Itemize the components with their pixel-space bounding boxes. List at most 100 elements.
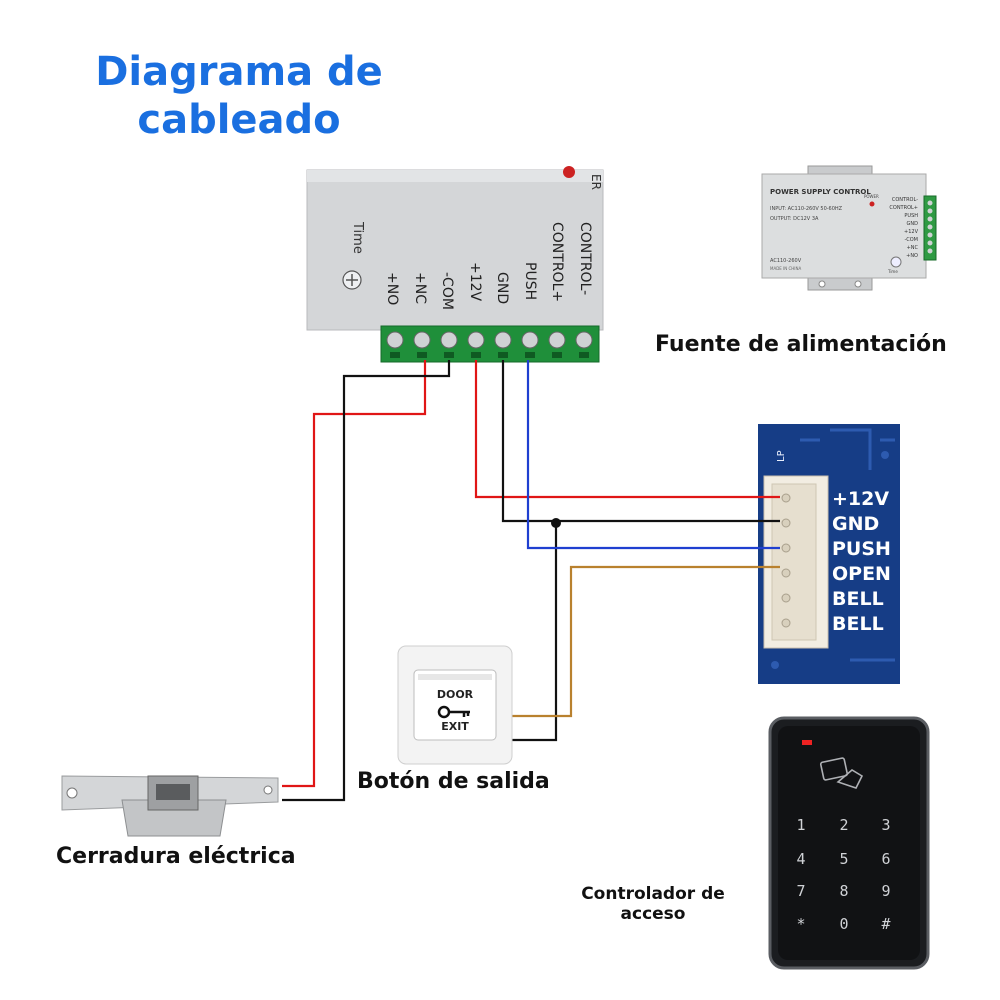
psu-time-label: Time — [350, 221, 365, 254]
wires — [282, 360, 780, 802]
terminal-screw — [927, 208, 933, 214]
psu-photo-made-in: MADE IN CHINA — [770, 266, 801, 271]
exit-button-bevel — [418, 674, 492, 680]
psu-photo-terminal-4: +12V — [904, 229, 919, 235]
pcb-via — [771, 661, 779, 669]
terminal-screw — [927, 248, 933, 254]
terminal-screw — [413, 331, 431, 349]
terminal-slot — [552, 352, 562, 358]
terminal-slot — [417, 352, 427, 358]
power-supply-photo: POWER SUPPLY CONTROL INPUT: AC110-260V 5… — [761, 165, 937, 291]
keypad-caption-line-1: Controlador de — [581, 884, 725, 904]
wire-open-brown — [512, 565, 780, 718]
power-led-icon — [563, 166, 575, 178]
psu-photo-terminal-5: -COM — [904, 237, 918, 243]
title-line-1: Diagrama de — [95, 49, 383, 95]
board-pin-label-2: PUSH — [832, 538, 891, 560]
lock-screw-hole — [66, 787, 78, 799]
keypad-key-9[interactable]: 9 — [881, 882, 890, 900]
psu-photo-terminal-7: +NO — [906, 253, 918, 259]
terminal-screw — [494, 331, 512, 349]
mount-hole — [854, 280, 862, 288]
controller-board: LP +12V GND PUSH OPEN BELL BELL — [758, 424, 900, 684]
terminal-block — [380, 325, 600, 363]
keypad-caption: Controlador de acceso — [574, 884, 732, 924]
keypad-key-7[interactable]: 7 — [796, 882, 805, 900]
psu-caption: Fuente de alimentación — [655, 332, 947, 357]
terminal-slot — [579, 352, 589, 358]
keypad-key-4[interactable]: 4 — [796, 850, 805, 868]
psu-terminal-label-7: CONTROL- — [577, 222, 593, 295]
psu-photo-power-label: POWER — [864, 194, 879, 199]
pcb-traces — [800, 428, 895, 662]
psu-photo-terminal-0: CONTROL- — [892, 197, 918, 203]
terminal-screw — [927, 232, 933, 238]
wire-gnd-black — [501, 360, 780, 523]
connector-pin — [781, 518, 791, 528]
psu-photo-input: INPUT: AC110-260V 50-60HZ — [770, 206, 843, 212]
board-connector-inner — [771, 483, 817, 641]
wire-lock-red — [282, 360, 427, 788]
card-reader-icon — [819, 757, 864, 789]
terminal-screw — [927, 216, 933, 222]
keypad-key-hash[interactable]: # — [881, 915, 890, 933]
keypad-key-3[interactable]: 3 — [881, 816, 890, 834]
board-pin-label-4: BELL — [832, 588, 884, 610]
pcb-via — [881, 451, 889, 459]
psu-photo-time: Time — [887, 269, 898, 274]
keypad-key-5[interactable]: 5 — [839, 850, 848, 868]
terminal-screw — [927, 240, 933, 246]
psu-led-label: ER — [589, 174, 603, 190]
psu-photo-terminal-1: CONTROL+ — [889, 205, 918, 211]
board-pin-label-3: OPEN — [832, 563, 891, 585]
wire-junction — [551, 518, 561, 528]
keypad-key-6[interactable]: 6 — [881, 850, 890, 868]
psu-terminal-label-0: +NO — [384, 272, 400, 305]
lock-latch — [156, 784, 190, 800]
exit-button-caption: Botón de salida — [357, 769, 550, 794]
diagram-title: Diagrama de cableado — [74, 48, 404, 144]
psu-terminal-label-6: CONTROL+ — [549, 222, 565, 302]
access-keypad-device: 1 2 3 4 5 6 7 8 9 * 0 # — [768, 716, 930, 970]
wire-lock-black — [282, 360, 451, 802]
psu-photo-terminal-2: PUSH — [904, 213, 918, 219]
terminal-slot — [525, 352, 535, 358]
terminal-screw — [467, 331, 485, 349]
psu-terminal-label-4: GND — [494, 272, 510, 304]
board-pin-label-0: +12V — [832, 488, 889, 510]
time-knob-icon — [890, 256, 902, 268]
connector-pin — [781, 493, 791, 503]
keypad-key-1[interactable]: 1 — [796, 816, 805, 834]
lock-caption: Cerradura eléctrica — [56, 844, 296, 869]
terminal-slot — [444, 352, 454, 358]
keypad-key-2[interactable]: 2 — [839, 816, 848, 834]
mount-hole — [818, 280, 826, 288]
connector-pin — [781, 543, 791, 553]
power-led-icon — [869, 201, 875, 207]
terminal-slot — [498, 352, 508, 358]
power-supply-closeup: ER Time +NO +NC -COM +12V GND PUSH CONTR… — [306, 166, 604, 363]
psu-terminal-label-2: -COM — [439, 272, 455, 310]
board-marker: LP — [776, 450, 787, 462]
keypad-led-icon — [802, 740, 812, 745]
board-pin-label-1: GND — [832, 513, 879, 535]
psu-photo-output: OUTPUT: DC12V 3A — [770, 216, 819, 222]
keypad-key-8[interactable]: 8 — [839, 882, 848, 900]
keypad-key-0[interactable]: 0 — [839, 915, 848, 933]
psu-terminal-label-3: +12V — [467, 262, 483, 302]
keypad-face — [778, 726, 920, 960]
exit-button-face — [413, 669, 497, 741]
exit-button-text-door: DOOR — [437, 688, 474, 701]
exit-button-device: DOOR EXIT — [397, 645, 513, 765]
keypad-caption-line-2: acceso — [620, 904, 686, 924]
keypad-key-star[interactable]: * — [796, 915, 805, 933]
terminal-screw — [386, 331, 404, 349]
terminal-slot — [471, 352, 481, 358]
psu-terminal-label-1: +NC — [412, 272, 428, 304]
terminal-screw — [575, 331, 593, 349]
terminal-screw — [440, 331, 458, 349]
psu-top-edge — [307, 170, 603, 182]
terminal-screw — [548, 331, 566, 349]
psu-photo-heading: POWER SUPPLY CONTROL — [770, 188, 871, 196]
